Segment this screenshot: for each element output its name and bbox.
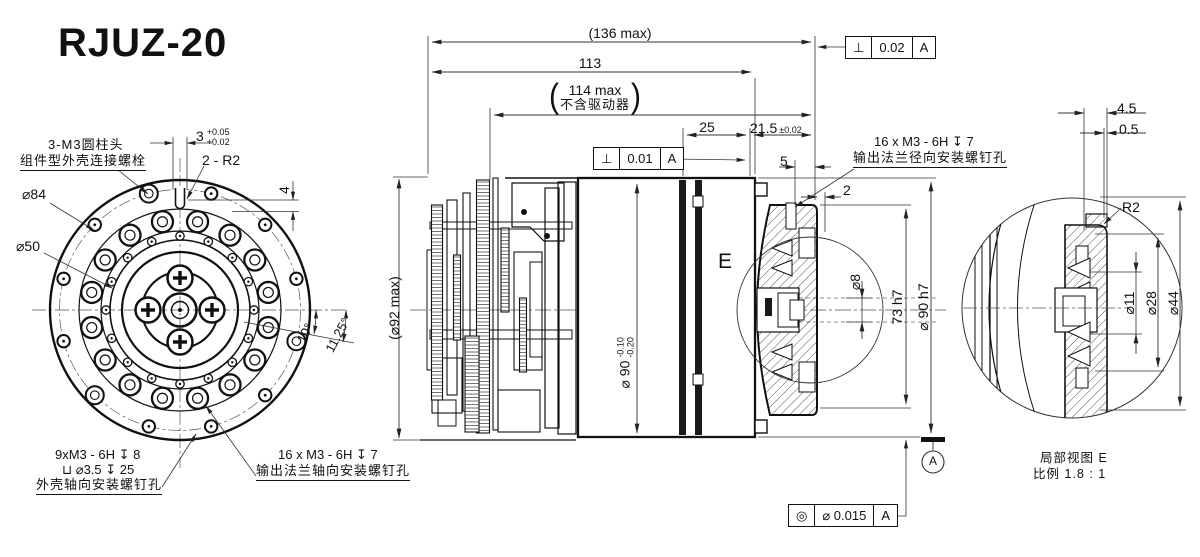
length-113-dim: 113 — [578, 55, 602, 71]
concentricity-fcf: ◎ ⌀ 0.015 A — [788, 504, 898, 527]
dim-73h7: 73 h7 — [888, 289, 905, 325]
dim-dia11: ⌀11 — [1120, 291, 1137, 315]
concentricity-icon: ◎ — [796, 507, 808, 523]
dim-dia44: ⌀44 — [1164, 291, 1181, 316]
section-view — [393, 36, 946, 517]
perpendicularity-icon: ⊥ — [601, 150, 613, 166]
perpendicularity-fcf-002: ⊥ 0.02 A — [845, 36, 937, 59]
slot-width-tolerance: +0.05+0.02 — [206, 127, 230, 147]
dim-90h7: ⌀ 90 h7 — [914, 283, 931, 331]
drawing-title: RJUZ-20 — [58, 21, 228, 65]
slot-radius-dim: 2 - R2 — [202, 152, 241, 168]
dia-90-tolerance: -0.10-0.20 — [615, 337, 636, 358]
detail-view-e — [961, 108, 1186, 419]
bolt-note-line2: 组件型外壳连接螺栓 — [20, 153, 147, 171]
length-114-lines: 114 max 不含驱动器 — [560, 81, 631, 112]
dim-05: 0.5 — [1119, 121, 1139, 137]
housing-holes-note-line3: 外壳轴向安装螺钉孔 — [36, 477, 163, 495]
dim-dia28: ⌀28 — [1142, 291, 1159, 316]
overall-length-dim: (136 max) — [588, 25, 652, 41]
bolt-note-line1: 3-M3圆柱头 — [48, 137, 124, 152]
length-2-dim: 2 — [843, 182, 851, 198]
flange-radial-holes-note-line2: 输出法兰径向安装螺钉孔 — [853, 150, 1008, 168]
housing-holes-note-line1: 9xM3 - 6H ↧ 8 — [55, 447, 141, 462]
detail-e-mark: E — [718, 250, 733, 273]
detail-caption-scale: 比例 1.8 : 1 — [1033, 467, 1107, 481]
front-view — [32, 137, 355, 488]
dim-45: 4.5 — [1117, 100, 1137, 116]
slot-width-dim: 3+0.05+0.02 — [196, 127, 230, 147]
slot-depth-dim: 4 — [275, 186, 292, 194]
dia-50-dim: ⌀50 — [16, 238, 41, 254]
paren-close: ) — [631, 77, 642, 116]
housing-holes-note-line2: ⊔ ⌀3.5 ↧ 25 — [62, 462, 135, 477]
dia-92-dim: (⌀92 max) — [385, 276, 402, 340]
detail-caption-title: 局部视图 E — [1040, 451, 1108, 465]
dia-84-dim: ⌀84 — [22, 186, 47, 202]
flange-axial-holes-note-line2: 输出法兰轴向安装螺钉孔 — [256, 463, 411, 481]
length-215-dim: 21.5±0.02 — [750, 120, 802, 136]
flange-radial-holes-note-line1: 16 x M3 - 6H ↧ 7 — [874, 134, 974, 149]
length-114-dim: ( 114 max 不含驱动器 ) — [548, 77, 642, 116]
length-25-dim: 25 — [699, 119, 715, 135]
dia-90-dim: ⌀ 90-0.10-0.20 — [615, 337, 636, 389]
perpendicularity-fcf-001: ⊥ 0.01 A — [593, 147, 685, 170]
length-5-dim: 5 — [780, 153, 788, 169]
dia-8-dim: ⌀8 — [846, 273, 863, 291]
perpendicularity-icon: ⊥ — [853, 39, 865, 55]
slot-width-value: 3 — [196, 128, 204, 145]
flange-axial-holes-note-line1: 16 x M3 - 6H ↧ 7 — [278, 447, 378, 462]
datum-a-label: A — [928, 454, 937, 468]
paren-open: ( — [549, 77, 559, 116]
dim-r2: R2 — [1122, 199, 1140, 215]
